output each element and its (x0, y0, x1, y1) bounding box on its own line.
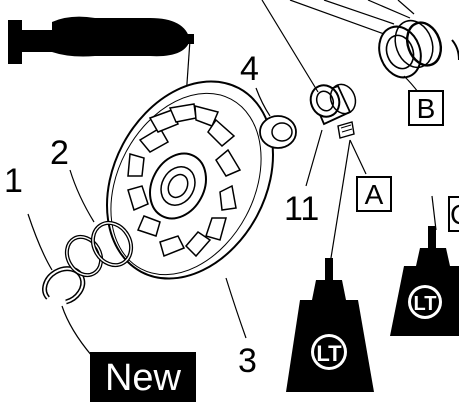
threadlocker-bottle-right-icon: LT (390, 195, 459, 336)
snap-ring-part (405, 21, 443, 67)
leader-line-3 (225, 277, 247, 339)
leader-line-4 (255, 87, 271, 117)
callout-2: 2 (50, 134, 69, 172)
threadlocker-bottle-icon: LT (286, 139, 374, 392)
upper-leader-line-4 (367, 0, 411, 19)
primary-sheave (106, 80, 274, 280)
callout-4: 4 (240, 50, 259, 88)
upper-leader-line-3 (323, 0, 395, 25)
upper-leader-line-5 (397, 0, 415, 15)
upper-leader-line-1 (261, 0, 319, 93)
washer-part (259, 115, 297, 149)
hammer-tool-icon (8, 16, 194, 64)
set-screw-part (337, 121, 355, 139)
upper-leader-line-2 (289, 0, 385, 35)
o-rings-part (64, 220, 134, 278)
new-part-badge: New (90, 352, 196, 402)
callout-1: 1 (4, 162, 23, 200)
leader-line-new (61, 305, 93, 357)
edge-arc (451, 39, 459, 61)
lubricant-label-right: LT (414, 293, 437, 315)
leader-line-2 (69, 169, 95, 223)
leader-line-1 (27, 213, 53, 271)
lubricant-label-left: LT (316, 341, 342, 366)
reference-box-c: C (448, 196, 459, 232)
reference-box-a: A (356, 176, 392, 212)
bushing-part (309, 83, 357, 126)
leader-line-11 (305, 129, 323, 187)
callout-11: 11 (284, 190, 320, 228)
callout-3: 3 (238, 342, 257, 380)
reference-box-b: B (408, 90, 444, 126)
leader-line-a (349, 139, 367, 175)
